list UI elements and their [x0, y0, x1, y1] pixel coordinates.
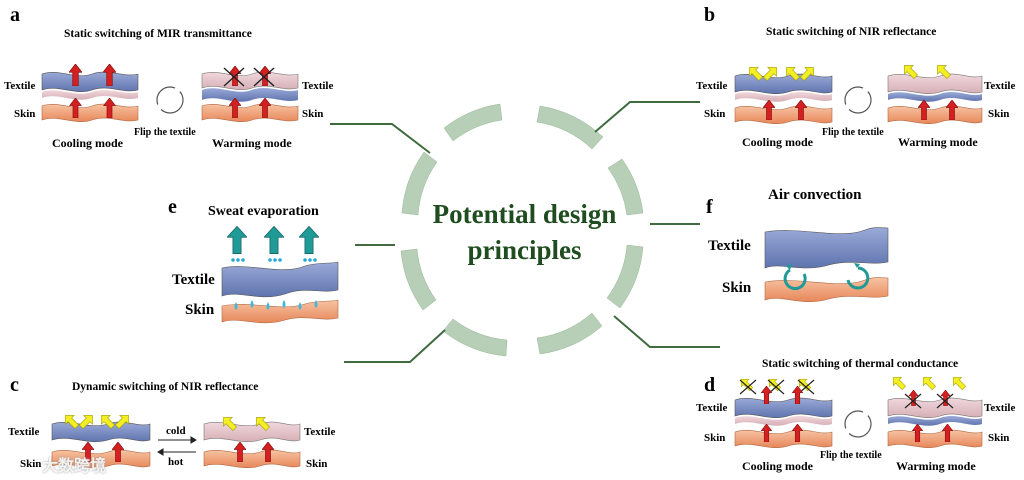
panel-c-graphics	[51, 415, 301, 468]
panel-d-title: Static switching of thermal conductance	[762, 358, 959, 370]
panel-b-flip-label: Flip the textile	[822, 127, 884, 138]
panel-d-textile-label: Textile	[696, 402, 728, 414]
ring-segment	[442, 318, 508, 357]
panel-d-flip-label: Flip the textile	[820, 450, 882, 461]
center-title: Potential design principles	[402, 196, 647, 268]
ring-segment	[400, 248, 437, 311]
ring-segment	[607, 158, 644, 216]
panel-a-skin-label-right: Skin	[302, 108, 324, 120]
center-title-line2: principles	[467, 235, 582, 265]
panel-b-warming-mode: Warming mode	[898, 135, 978, 149]
panel-e-skin-label: Skin	[185, 302, 215, 318]
panel-a-letter: a	[10, 4, 20, 26]
center-title-line1: Potential design	[432, 199, 617, 229]
panel-b-skin-label-right: Skin	[988, 108, 1010, 120]
panel-b-textile-label-right: Textile	[984, 80, 1016, 92]
panel-a-textile-label: Textile	[4, 80, 36, 92]
panel-e-textile-label: Textile	[172, 272, 215, 288]
panel-a-flip-label: Flip the textile	[134, 127, 196, 138]
panel-c-letter: c	[10, 374, 19, 396]
flip-cycle-icon	[844, 86, 872, 114]
panel-c-textile-label: Textile	[8, 426, 40, 438]
panel-e-letter: e	[168, 196, 177, 218]
convection-swirl-icon	[846, 266, 870, 290]
ring-segment	[536, 105, 604, 150]
panel-d-skin-label-right: Skin	[988, 432, 1010, 444]
panel-f-letter: f	[706, 196, 713, 218]
panel-a-cooling-mode: Cooling mode	[52, 136, 124, 150]
panel-d-letter: d	[704, 374, 716, 396]
flip-cycle-icon	[156, 86, 184, 114]
ring-segment	[401, 151, 438, 216]
panel-d-warming-mode: Warming mode	[896, 459, 976, 473]
panel-d-graphics	[734, 377, 983, 448]
panel-c-hot-label: hot	[168, 456, 184, 468]
panel-c-skin-label: Skin	[20, 458, 42, 470]
panel-b-title: Static switching of NIR reflectance	[766, 26, 937, 38]
panel-c-title: Dynamic switching of NIR reflectance	[72, 381, 259, 393]
panel-a-graphics	[41, 64, 299, 122]
panel-c-skin-label-right: Skin	[306, 458, 328, 470]
panel-d-skin-label: Skin	[704, 432, 726, 444]
connector-lines	[330, 101, 720, 363]
blocked-cross-icon	[223, 67, 275, 87]
panel-f-textile-label: Textile	[708, 238, 751, 254]
center-ring	[400, 103, 644, 357]
panel-a-textile-label-right: Textile	[302, 80, 334, 92]
ring-segment	[443, 103, 503, 142]
panel-b-letter: b	[704, 4, 716, 26]
panel-c-cold-label: cold	[166, 425, 186, 437]
cold-hot-arrows	[157, 436, 197, 456]
panel-f-title: Air convection	[768, 187, 862, 203]
panel-d-textile-label-right: Textile	[984, 402, 1016, 414]
panel-b-cooling-mode: Cooling mode	[742, 135, 814, 149]
panel-b-graphics	[734, 65, 983, 124]
panel-f-graphics	[764, 227, 889, 303]
panel-d-cooling-mode: Cooling mode	[742, 459, 814, 473]
ring-segment	[536, 312, 603, 355]
panel-e-title: Sweat evaporation	[208, 204, 319, 219]
panel-a-warming-mode: Warming mode	[212, 136, 292, 150]
panel-a-skin-label: Skin	[14, 108, 36, 120]
panel-b-skin-label: Skin	[704, 108, 726, 120]
ring-segment	[606, 244, 644, 309]
panel-e-graphics	[221, 226, 339, 324]
flip-cycle-icon	[844, 410, 872, 438]
panel-c-textile-label-right: Textile	[304, 426, 336, 438]
convection-swirl-icon	[783, 268, 807, 291]
panel-a-title: Static switching of MIR transmittance	[64, 28, 252, 40]
panel-f-skin-label: Skin	[722, 280, 752, 296]
watermark: 大数跨境	[42, 456, 107, 475]
panel-b-textile-label: Textile	[696, 80, 728, 92]
